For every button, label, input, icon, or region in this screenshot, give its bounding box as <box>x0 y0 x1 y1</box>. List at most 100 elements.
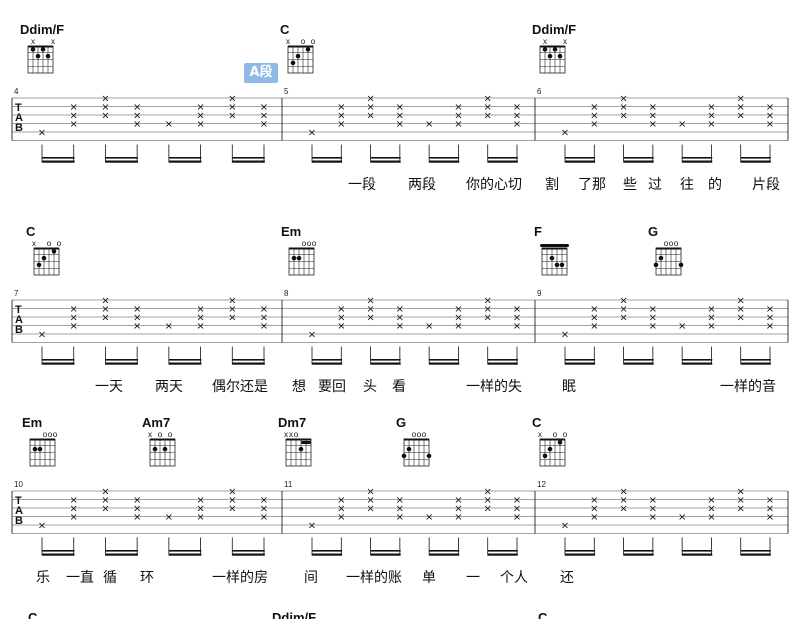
finger-dot <box>559 262 565 268</box>
measure-number: 10 <box>14 480 23 489</box>
string-mark: o <box>412 430 417 439</box>
string-mark: o <box>53 430 58 439</box>
chord-name: C <box>532 415 542 430</box>
tab-note-x: × <box>649 313 657 324</box>
chord-diagram <box>540 244 569 276</box>
beam <box>682 160 713 163</box>
tab-note-x: × <box>737 304 745 315</box>
finger-dot <box>305 47 311 52</box>
tab-note-x: × <box>707 504 715 515</box>
tab-note-x: × <box>228 487 236 498</box>
lyric-syllable: 单 <box>422 570 436 586</box>
string-mark: x <box>284 430 288 439</box>
tab-note-x: × <box>513 102 521 113</box>
tab-note-x: × <box>707 313 715 324</box>
tab-note-x: × <box>454 111 462 122</box>
lyric-syllable: 循 <box>103 570 117 586</box>
beam <box>740 553 771 556</box>
tab-staff: ××××××××××××××××××××××××××××××××××××××××… <box>11 487 789 556</box>
tab-note-x: × <box>590 111 598 122</box>
tab-note-x: × <box>619 313 627 324</box>
string-mark: x <box>543 37 547 46</box>
beam <box>623 550 654 552</box>
tab-note-x: × <box>396 504 404 515</box>
tab-note-x: × <box>707 495 715 506</box>
lyric-syllable: 还 <box>560 570 574 586</box>
beam <box>42 160 75 163</box>
tab-note-x: × <box>101 102 109 113</box>
lyric-syllable: 了那 <box>578 177 606 193</box>
beam <box>312 362 343 365</box>
tab-note-x: × <box>590 119 598 130</box>
tab-note-x: × <box>308 521 316 532</box>
beam <box>487 157 518 159</box>
beam <box>168 157 202 159</box>
tab-note-x: × <box>396 512 404 523</box>
chord-name: Dm7 <box>278 415 307 430</box>
chord-name: C <box>28 610 38 619</box>
finger-dot <box>32 446 38 452</box>
beam <box>740 362 771 365</box>
string-mark: o <box>57 239 62 248</box>
chord-name: G <box>396 415 407 430</box>
tab-note-x: × <box>133 119 141 130</box>
tab-note-x: × <box>366 94 374 105</box>
string-mark: o <box>553 430 558 439</box>
beam <box>429 359 460 361</box>
chord-name: Ddim/F <box>20 22 65 37</box>
tab-note-x: × <box>337 321 345 332</box>
chord-name: Am7 <box>142 415 171 430</box>
tab-note-x: × <box>396 304 404 315</box>
tab-note-x: × <box>678 119 686 130</box>
tab-note-x: × <box>484 504 492 515</box>
finger-dot <box>152 446 158 452</box>
tab-clef-letter: B <box>15 122 23 134</box>
lyric-syllable: 偶尔还是 <box>212 379 268 395</box>
beam <box>370 359 401 361</box>
tab-note-x: × <box>70 321 78 332</box>
tab-note-x: × <box>165 512 173 523</box>
chord-name: C <box>538 610 548 619</box>
beam <box>232 553 265 556</box>
tab-note-x: × <box>228 313 236 324</box>
beam <box>168 553 202 556</box>
string-mark: x <box>51 37 55 46</box>
tab-note-x: × <box>133 304 141 315</box>
tab-note-x: × <box>737 504 745 515</box>
tab-note-x: × <box>196 495 204 506</box>
beam <box>168 359 202 361</box>
string-mark: o <box>168 430 173 439</box>
lyric-syllable: 一样的音 <box>720 379 776 395</box>
string-mark: x <box>31 37 35 46</box>
tab-note-x: × <box>260 512 268 523</box>
measure-number: 8 <box>284 289 289 298</box>
tab-note-x: × <box>133 321 141 332</box>
finger-dot <box>658 255 664 261</box>
tab-note-x: × <box>484 111 492 122</box>
finger-dot <box>547 446 553 452</box>
beam <box>42 362 75 365</box>
string-mark: o <box>307 239 312 248</box>
chord-name: Em <box>281 224 302 239</box>
lyric-syllable: 个人 <box>500 570 528 586</box>
string-mark: o <box>417 430 422 439</box>
tab-note-x: × <box>133 495 141 506</box>
tab-note-x: × <box>619 495 627 506</box>
tab-note-x: × <box>513 111 521 122</box>
finger-dot <box>37 446 43 452</box>
beam <box>740 160 771 163</box>
chord-name: C <box>280 22 290 37</box>
string-mark: x <box>289 430 293 439</box>
tab-note-x: × <box>196 111 204 122</box>
beam <box>565 553 596 556</box>
tab-note-x: × <box>165 119 173 130</box>
tab-note-x: × <box>260 495 268 506</box>
section-label-badge: A段 <box>244 63 278 83</box>
tab-note-x: × <box>737 495 745 506</box>
tab-note-x: × <box>101 94 109 105</box>
tab-note-x: × <box>337 504 345 515</box>
